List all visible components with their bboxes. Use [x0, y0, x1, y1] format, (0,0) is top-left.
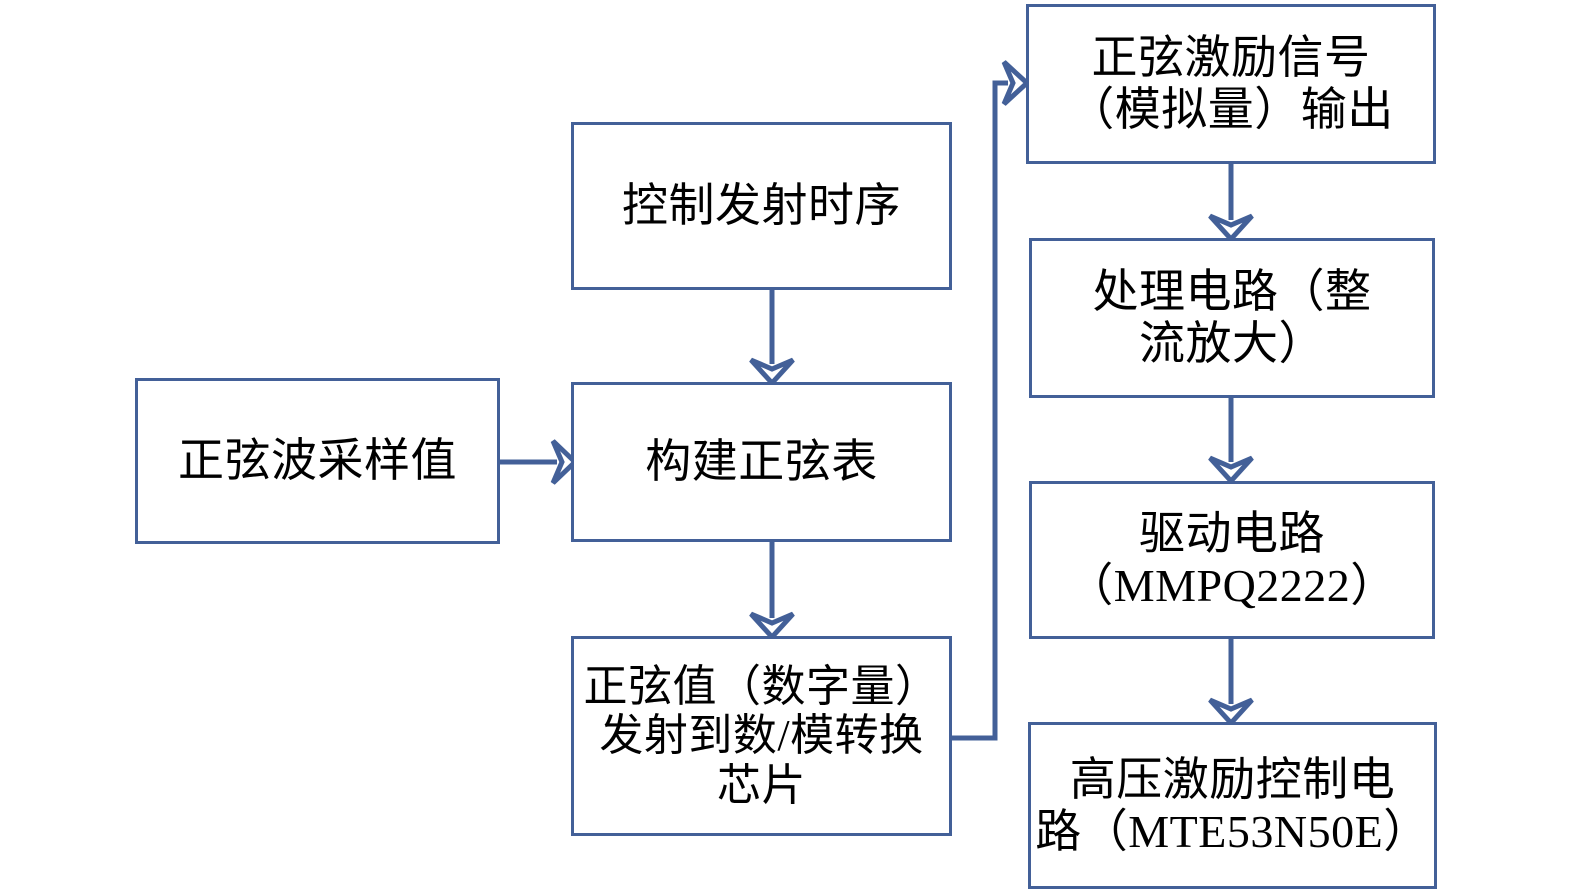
edge-sine-out-to-process-ckt: [1208, 164, 1254, 243]
node-high-voltage-excitation-control-circuit-mte53n50e[interactable]: 高压激励控制电 路（MTE53N50E）: [1028, 722, 1437, 889]
edge-ctrl-timing-to-build-table: [749, 290, 795, 387]
node-sine-excitation-analog-output[interactable]: 正弦激励信号 （模拟量）输出: [1026, 4, 1436, 164]
node-driver-circuit-mmpq2222[interactable]: 驱动电路 （MMPQ2222）: [1029, 481, 1435, 639]
edge-build-table-to-dac-send: [749, 542, 795, 641]
node-build-sine-table[interactable]: 构建正弦表: [571, 382, 952, 542]
node-sine-sample[interactable]: 正弦波采样值: [135, 378, 500, 544]
edge-process-ckt-to-driver-ckt: [1208, 398, 1254, 485]
edge-dac-send-to-sine-out: [952, 60, 1031, 741]
node-processing-circuit-rectify-amplify[interactable]: 处理电路（整 流放大）: [1029, 238, 1435, 398]
edge-driver-ckt-to-hv-ckt: [1208, 639, 1254, 727]
node-send-digital-to-dac-chip[interactable]: 正弦值（数字量） 发射到数/模转换 芯片: [571, 636, 952, 836]
edge-sine-sample-to-build-table: [500, 439, 579, 485]
node-control-transmit-timing[interactable]: 控制发射时序: [571, 122, 952, 290]
